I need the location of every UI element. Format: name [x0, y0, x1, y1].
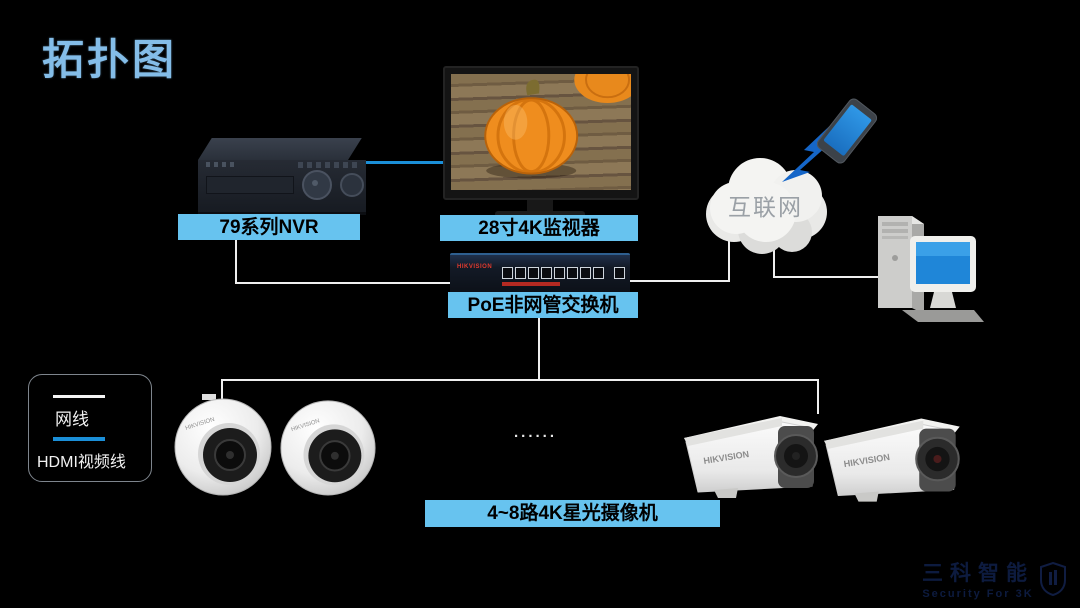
line-switch-cloud-h — [630, 280, 730, 282]
legend-box: 网线 HDMI视频线 — [28, 374, 152, 482]
nvr-knob — [340, 173, 364, 197]
hdmi-line-sample — [53, 437, 105, 441]
line-nvr-down — [235, 240, 237, 284]
nvr-buttons — [298, 162, 360, 168]
line-switch-cloud-v — [728, 240, 730, 282]
nvr-label: 79系列NVR — [178, 214, 360, 240]
poe-switch-device: HIKVISION — [450, 253, 630, 297]
line-bus-bullet-drop — [817, 379, 819, 414]
watermark-shield-icon — [1040, 561, 1066, 596]
monitor-4k — [443, 66, 639, 200]
nvr-jog-dial — [302, 170, 332, 200]
switch-red-stripe — [502, 282, 560, 286]
nvr-device-top — [198, 138, 362, 160]
dome-camera-1: HIKVISION — [172, 394, 274, 496]
internet-cloud-icon: 互联网 — [696, 152, 842, 256]
dome-camera-2: HIKVISION — [278, 396, 378, 496]
switch-label: PoE非网管交换机 — [448, 292, 638, 318]
nvr-device — [198, 160, 366, 215]
cloud-label: 互联网 — [728, 194, 803, 220]
watermark-name: 三科智能 — [922, 562, 1034, 585]
bullet-camera-1: HIKVISION — [678, 398, 838, 506]
line-camera-bus — [221, 379, 819, 381]
monitor-screen-image — [451, 74, 631, 190]
line-switch-bus — [538, 318, 540, 381]
cameras-label: 4~8路4K星光摄像机 — [425, 500, 720, 527]
hdmi-line-nvr-monitor — [365, 161, 444, 164]
line-nvr-switch — [235, 282, 452, 284]
legend-hdmi-label: HDMI视频线 — [37, 454, 126, 471]
monitor-stand-base — [495, 211, 585, 218]
network-line-sample — [53, 395, 105, 398]
nvr-leds — [206, 162, 236, 167]
bullet-camera-2: HIKVISION — [818, 400, 980, 510]
line-cloud-pc-h — [773, 276, 887, 278]
line-cloud-pc-v — [773, 246, 775, 278]
watermark: 三科智能 Security For 3K — [922, 557, 1066, 600]
watermark-slogan: Security For 3K — [922, 588, 1034, 600]
page-title: 拓扑图 — [42, 36, 178, 83]
monitor-label: 28寸4K监视器 — [440, 215, 638, 241]
legend-network-label: 网线 — [55, 410, 89, 429]
nvr-dvd-door — [206, 176, 294, 194]
desktop-pc-icon — [862, 210, 984, 328]
switch-brand-logo: HIKVISION — [457, 264, 493, 270]
more-cameras-ellipsis: ...... — [514, 424, 558, 441]
switch-ports — [502, 267, 625, 279]
monitor-stand-neck — [527, 200, 553, 212]
